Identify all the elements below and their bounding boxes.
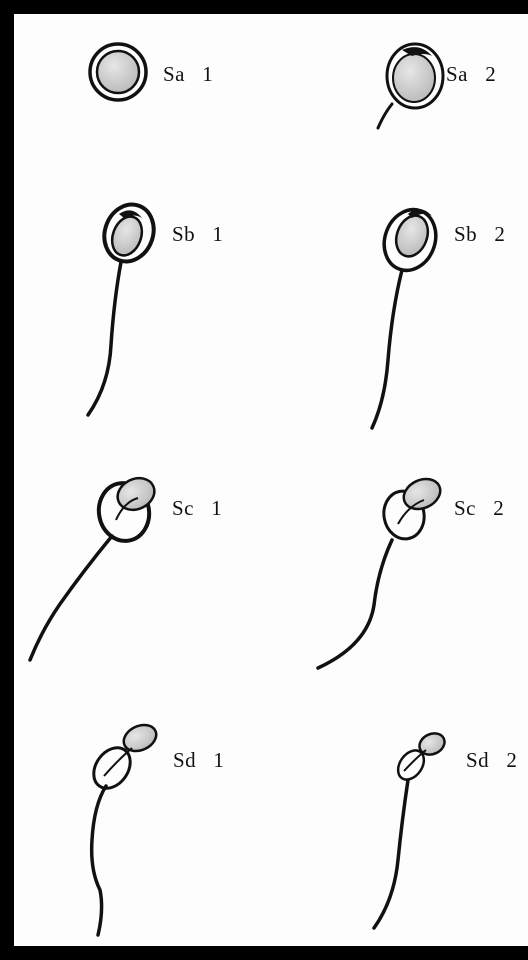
label-sd-1: Sd 1	[173, 748, 224, 773]
cell-sb-1	[88, 198, 161, 415]
tail	[378, 104, 392, 128]
cell-sb-2	[372, 202, 444, 428]
cell-sa-1	[90, 44, 146, 100]
cell-sa-2	[378, 44, 443, 128]
tail	[374, 780, 408, 928]
tail	[318, 540, 392, 668]
nucleus	[399, 473, 445, 514]
tail	[372, 270, 402, 428]
label-sb-2: Sb 2	[454, 222, 505, 247]
tail	[92, 786, 106, 935]
label-sc-1: Sc 1	[172, 496, 222, 521]
label-sd-2: Sd 2	[466, 748, 517, 773]
tail	[88, 262, 121, 415]
nucleus	[107, 212, 147, 259]
nucleus	[112, 472, 159, 515]
nucleus	[391, 211, 434, 261]
label-sb-1: Sb 1	[172, 222, 223, 247]
cell-sd-2	[374, 729, 448, 928]
cell-sd-1	[86, 720, 160, 935]
cell-sc-2	[318, 473, 445, 668]
tail	[30, 536, 112, 660]
nucleus	[393, 54, 435, 102]
label-sa-2: Sa 2	[446, 62, 496, 87]
label-sc-2: Sc 2	[454, 496, 504, 521]
nucleus	[97, 51, 139, 93]
label-sa-1: Sa 1	[163, 62, 213, 87]
cell-sc-1	[30, 472, 160, 660]
